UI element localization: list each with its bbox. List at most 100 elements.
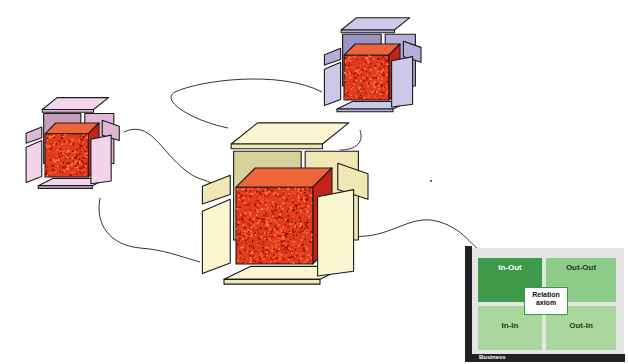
texture-dot	[257, 250, 259, 252]
texture-dot	[306, 187, 308, 189]
texture-dot	[81, 145, 83, 147]
texture-dot	[253, 229, 255, 231]
texture-dot	[263, 213, 265, 215]
texture-dot	[363, 62, 365, 64]
texture-dot	[305, 189, 307, 191]
texture-dot	[251, 252, 253, 254]
texture-dot	[274, 240, 276, 242]
texture-dot	[383, 69, 385, 71]
texture-dot	[387, 63, 389, 64]
texture-dot	[380, 85, 382, 87]
texture-dot	[78, 161, 80, 163]
texture-dot	[267, 245, 269, 247]
texture-dot	[290, 230, 292, 232]
texture-dot	[243, 223, 245, 225]
texture-dot	[287, 203, 289, 205]
texture-dot	[255, 234, 257, 236]
texture-dot	[293, 233, 295, 235]
texture-dot	[259, 191, 261, 193]
texture-dot	[306, 222, 308, 224]
texture-dot	[268, 236, 270, 238]
texture-dot	[250, 231, 252, 233]
texture-dot	[240, 253, 242, 255]
texture-dot	[73, 143, 75, 145]
texture-dot	[257, 191, 259, 193]
texture-dot	[282, 254, 284, 256]
texture-dot	[275, 244, 277, 246]
texture-dot	[260, 190, 262, 192]
texture-dot	[278, 218, 280, 220]
texture-dot	[367, 78, 369, 80]
texture-dot	[47, 166, 49, 168]
texture-dot	[83, 170, 85, 172]
texture-dot	[310, 241, 312, 243]
texture-dot	[305, 225, 307, 227]
texture-dot	[261, 238, 263, 240]
texture-dot	[296, 206, 298, 208]
texture-dot	[263, 220, 265, 222]
texture-dot	[63, 150, 65, 152]
texture-dot	[273, 257, 275, 259]
texture-dot	[370, 78, 372, 80]
texture-dot	[379, 74, 381, 76]
texture-dot	[78, 141, 80, 143]
texture-dot	[238, 207, 240, 209]
texture-dot	[255, 203, 256, 205]
texture-dot	[59, 162, 61, 164]
texture-dot	[345, 65, 347, 67]
texture-dot	[244, 215, 246, 217]
texture-dot	[378, 80, 380, 82]
texture-dot	[244, 198, 246, 200]
texture-dot	[258, 188, 260, 190]
texture-dot	[286, 243, 288, 245]
texture-dot	[247, 223, 249, 225]
texture-dot	[68, 170, 70, 172]
texture-dot	[357, 67, 359, 69]
texture-dot	[264, 238, 266, 240]
texture-dot	[243, 192, 245, 194]
texture-dot	[308, 254, 310, 256]
texture-dot	[68, 164, 70, 166]
texture-dot	[245, 219, 247, 221]
texture-dot	[268, 238, 270, 240]
texture-dot	[267, 217, 269, 219]
texture-dot	[62, 138, 64, 140]
texture-dot	[50, 160, 52, 162]
texture-dot	[292, 222, 294, 224]
texture-dot	[273, 260, 275, 262]
box-label: Relation axiom	[527, 291, 565, 306]
texture-dot	[267, 189, 269, 191]
texture-dot	[382, 61, 384, 63]
texture-dot	[255, 261, 257, 263]
texture-dot	[296, 205, 298, 207]
texture-dot	[239, 208, 241, 210]
texture-dot	[271, 246, 273, 248]
texture-dot	[276, 222, 278, 224]
texture-dot	[253, 234, 255, 236]
texture-dot	[289, 239, 291, 241]
texture-dot	[280, 235, 282, 237]
center-box: Relation axiom	[524, 287, 568, 315]
texture-dot	[243, 189, 245, 191]
texture-dot	[79, 153, 81, 155]
panel-edge	[42, 110, 93, 113]
texture-dot	[72, 144, 74, 146]
texture-dot	[376, 91, 378, 93]
open-cube	[26, 98, 119, 189]
texture-dot	[294, 209, 296, 211]
texture-dot	[257, 203, 259, 205]
texture-dot	[347, 92, 349, 94]
texture-dot	[50, 148, 52, 150]
texture-dot	[375, 87, 377, 89]
texture-dot	[53, 144, 55, 146]
texture-dot	[79, 139, 81, 141]
cube-front	[236, 187, 313, 264]
texture-dot	[344, 57, 346, 59]
texture-dot	[376, 83, 378, 85]
texture-dot	[282, 251, 284, 253]
texture-dot	[358, 85, 360, 87]
texture-dot	[374, 92, 376, 94]
texture-dot	[62, 172, 64, 174]
texture-dot	[305, 229, 307, 231]
texture-dot	[264, 196, 266, 198]
